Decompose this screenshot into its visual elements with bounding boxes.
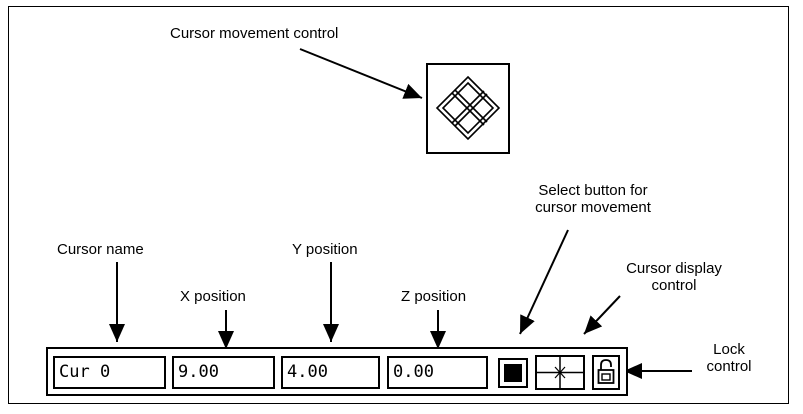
callout-lock-line2: control bbox=[706, 358, 752, 375]
callout-x-position: X position bbox=[180, 288, 246, 305]
x-position-field[interactable]: 9.00 bbox=[172, 356, 275, 389]
y-position-field[interactable]: 4.00 bbox=[281, 356, 380, 389]
select-movement-button[interactable] bbox=[498, 358, 528, 388]
callout-lock-control: Lock control bbox=[694, 341, 764, 375]
callout-select-button-line1: Select button for bbox=[538, 182, 648, 199]
callout-cursor-movement-control: Cursor movement control bbox=[170, 25, 339, 42]
callout-cursor-display-control: Cursor display control bbox=[604, 260, 744, 294]
callout-cursor-display-line2: control bbox=[651, 277, 697, 294]
filled-square-icon bbox=[504, 364, 522, 382]
figure-frame bbox=[8, 6, 789, 404]
cursor-display-control[interactable] bbox=[535, 355, 585, 390]
z-position-field[interactable]: 0.00 bbox=[387, 356, 488, 389]
callout-cursor-display-line1: Cursor display bbox=[626, 260, 722, 277]
callout-lock-line1: Lock bbox=[713, 341, 745, 358]
crosshair-icon bbox=[537, 357, 583, 388]
callout-select-button: Select button for cursor movement bbox=[508, 182, 678, 216]
callout-y-position: Y position bbox=[292, 241, 358, 258]
cursor-movement-control[interactable] bbox=[426, 63, 510, 154]
padlock-icon bbox=[597, 359, 615, 384]
callout-z-position: Z position bbox=[401, 288, 467, 305]
callout-select-button-line2: cursor movement bbox=[535, 199, 651, 216]
callout-cursor-name: Cursor name bbox=[57, 241, 144, 258]
cursor-name-field[interactable]: Cur 0 bbox=[53, 356, 166, 389]
diamond-arrows-icon bbox=[435, 75, 501, 141]
arrow-cursor-movement bbox=[299, 48, 423, 99]
lock-control[interactable] bbox=[592, 355, 620, 390]
arrow-cursor-display bbox=[583, 295, 621, 335]
arrow-select-button bbox=[519, 229, 569, 335]
